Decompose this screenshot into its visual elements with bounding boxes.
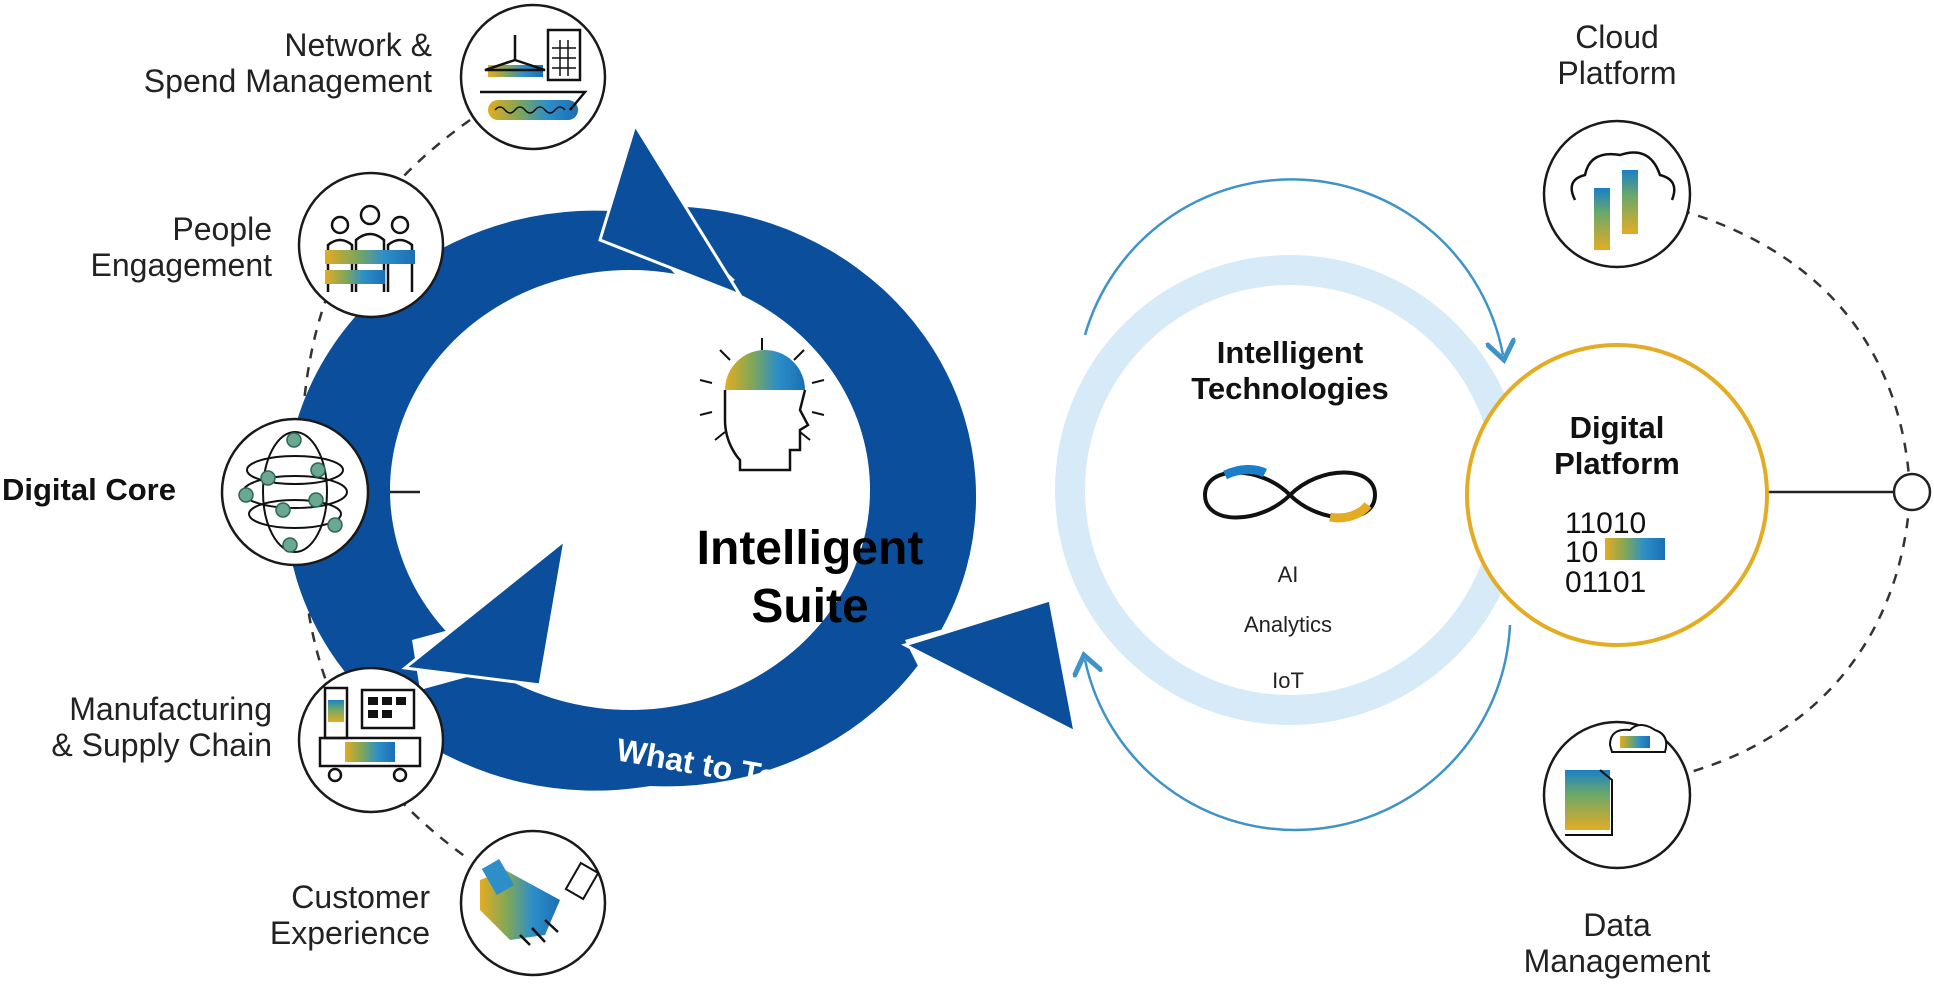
cloud-bars-icon (1542, 119, 1692, 269)
svg-text:10: 10 (1565, 536, 1598, 569)
svg-text:11010: 11010 (1565, 507, 1646, 540)
tech-item-analytics: Analytics (1243, 612, 1333, 637)
label-digital-core: Digital Core (2, 472, 176, 507)
right-dashed-arc (1659, 208, 1912, 782)
label-customer-experience: Customer Experience (269, 879, 430, 951)
label-network-spend: Network & Spend Management (143, 27, 432, 99)
tech-item-iot: IoT (1272, 668, 1304, 693)
intelligent-suite-title: Intelligent Suite (696, 522, 924, 633)
cycle-ring (284, 121, 1078, 791)
handshake-icon (459, 829, 607, 977)
label-cloud-platform: Cloud Platform (1557, 19, 1677, 91)
binary-icon: 11010 10 01101 (1565, 507, 1665, 599)
svg-text:01101: 01101 (1565, 566, 1646, 599)
airplane-calculator-icon (459, 3, 607, 151)
arrowhead-right (901, 598, 1078, 735)
label-data-management: Data Management (1523, 907, 1711, 979)
label-people-engagement: People Engagement (90, 211, 272, 283)
people-icon (297, 171, 445, 319)
label-manufacturing: Manufacturing & Supply Chain (51, 691, 272, 763)
tech-item-ai: AI (1277, 562, 1299, 587)
documents-cloud-icon (1542, 720, 1692, 870)
tech-arrow-top (1083, 178, 1503, 355)
arrowhead-left (401, 536, 568, 687)
technologies-title: Intelligent Technologies (1191, 335, 1389, 406)
tech-arrow-bottom (1085, 624, 1512, 832)
globe-icon (220, 417, 370, 567)
brain-head-icon (699, 338, 825, 472)
endpoint-node (1892, 472, 1932, 512)
infinity-icon (1202, 465, 1378, 523)
factory-truck-icon (297, 666, 445, 814)
digital-platform-circle (1465, 343, 1769, 647)
arrowhead-top (598, 121, 744, 299)
digital-platform-title: Digital Platform (1554, 410, 1680, 481)
